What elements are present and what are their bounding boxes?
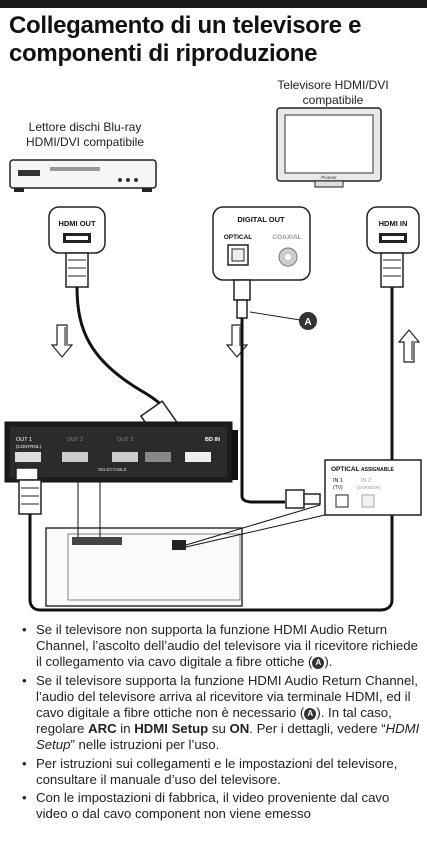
- hdmi-out-label: HDMI OUT: [58, 219, 95, 228]
- optical-cable: A: [233, 279, 321, 509]
- receiver-panel: OUT 1 (CONTROL) OUT 2 OUT 3 SELECTABLE B…: [4, 421, 238, 483]
- tv-brand: Pioneer: [321, 175, 337, 180]
- bullet-item: Se il televisore non supporta la funzion…: [22, 622, 420, 671]
- marker-a-icon: A: [304, 707, 317, 720]
- tv-label: Televisore HDMI/DVI compatibile: [277, 78, 389, 107]
- coaxial-label: COAXIAL: [272, 234, 301, 241]
- receiver-dvr-bdr: (DVR/BDR): [357, 485, 381, 490]
- receiver-optical: OPTICAL: [331, 466, 360, 473]
- marker-a: A: [304, 317, 311, 328]
- receiver-out3: OUT 3: [117, 437, 133, 443]
- receiver-assignable: ASSIGNABLE: [361, 467, 394, 473]
- connection-diagram: Pioneer HDMI OUT DIGITAL OUT OPTICAL COA…: [4, 107, 422, 612]
- hdmi-out-callout: HDMI OUT: [48, 206, 106, 254]
- receiver-selectable: SELECTABLE: [98, 467, 127, 472]
- marker-a-icon: A: [312, 656, 325, 669]
- digital-out-callout: DIGITAL OUT OPTICAL COAXIAL: [212, 206, 311, 281]
- receiver-in2: IN 2: [361, 478, 371, 484]
- receiver-bd-in: BD IN: [205, 437, 220, 443]
- tv: Pioneer: [276, 107, 382, 188]
- hdmi-plug-receiver-out: [15, 467, 42, 545]
- down-arrow-middle: [225, 324, 249, 358]
- bullet-item: Se il televisore supporta la funzione HD…: [22, 673, 420, 754]
- up-arrow-right: [397, 329, 421, 363]
- receiver-body: [45, 482, 326, 607]
- receiver-in1: IN 1: [333, 478, 343, 484]
- hdmi-in-callout: HDMI IN: [366, 206, 420, 254]
- page-title: Collegamento di un televisore e componen…: [9, 12, 362, 67]
- digital-out-label: DIGITAL OUT: [237, 215, 285, 224]
- receiver-control: (CONTROL): [16, 444, 41, 449]
- hdmi-cable-tv: [28, 252, 404, 612]
- receiver-out2: OUT 2: [67, 437, 83, 443]
- bullet-item: Con le impostazioni di fabbrica, il vide…: [22, 790, 420, 822]
- title-bar: [0, 0, 427, 8]
- hdmi-in-label: HDMI IN: [379, 219, 408, 228]
- down-arrow-left: [50, 324, 74, 358]
- optical-label: OPTICAL: [224, 234, 253, 241]
- bluray-player: [9, 159, 157, 192]
- bullet-item: Per istruzioni sui collegamenti e le imp…: [22, 756, 420, 788]
- receiver-tv: (TV): [333, 485, 343, 491]
- receiver-out1: OUT 1: [16, 437, 32, 443]
- receiver-optical-panel: OPTICAL ASSIGNABLE IN 1 (TV) IN 2 (DVR/B…: [324, 459, 422, 516]
- bluray-label: Lettore dischi Blu-ray HDMI/DVI compatib…: [25, 120, 145, 149]
- bullet-list: Se il televisore non supporta la funzion…: [22, 622, 420, 824]
